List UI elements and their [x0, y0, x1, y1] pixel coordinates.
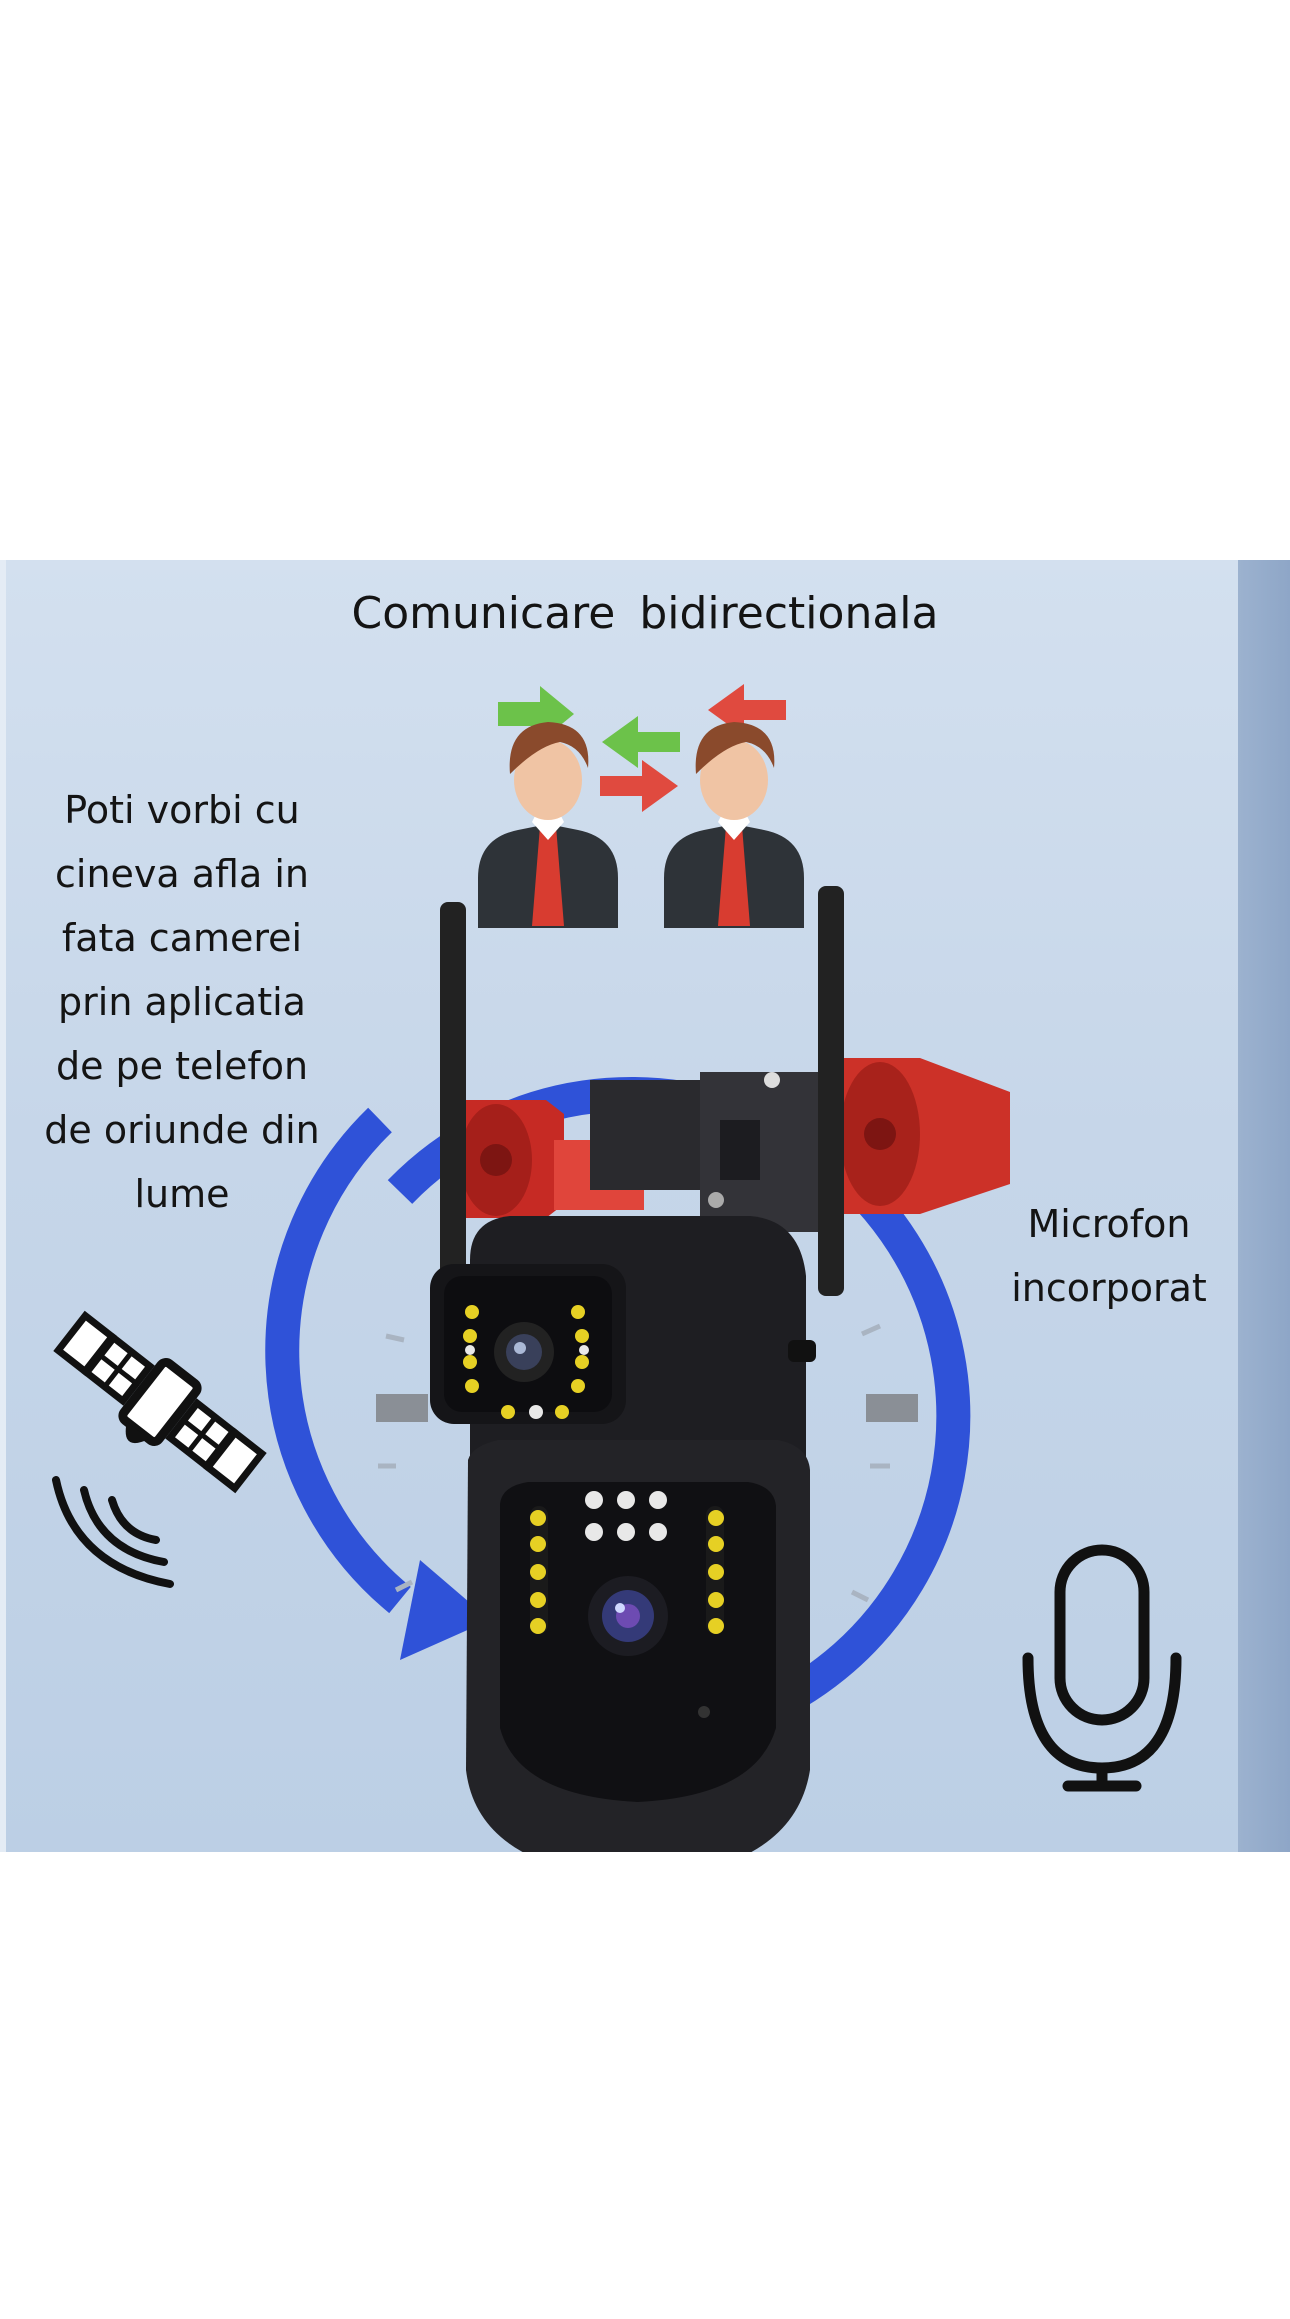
- person-icon: [664, 722, 804, 928]
- caption-line: de oriunde din: [44, 1108, 320, 1152]
- caption-line: lume: [134, 1172, 230, 1216]
- camera-mount: [590, 1072, 818, 1232]
- caption-line: incorporat: [1011, 1266, 1207, 1310]
- arrow-right-icon: [600, 760, 678, 812]
- signal-waves: [52, 1476, 174, 1588]
- panel-left-highlight: [0, 560, 6, 1852]
- caption-line: Poti vorbi cu: [64, 788, 300, 832]
- antenna-right: [818, 886, 844, 1296]
- arrow-left-icon: [602, 716, 680, 768]
- satellite-icon: [53, 1310, 267, 1494]
- antenna-left: [440, 902, 466, 1282]
- security-camera: [430, 1216, 816, 1852]
- two-way-talk-caption: Poti vorbi cu cineva afla in fata camere…: [22, 778, 342, 1226]
- caption-line: prin aplicatia: [58, 980, 306, 1024]
- siren-right: [840, 1058, 1010, 1214]
- caption-line: Microfon: [1027, 1202, 1191, 1246]
- siren-left: [450, 1100, 644, 1218]
- caption-line: fata camerei: [61, 916, 303, 960]
- product-panel: Comunicare bidirectionala Poti vorbi cu …: [0, 560, 1290, 1852]
- page-title: Comunicare bidirectionala: [351, 588, 939, 639]
- panel-right-edge: [1238, 560, 1290, 1852]
- person-icon: [478, 722, 618, 928]
- caption-line: de pe telefon: [55, 1044, 309, 1088]
- caption-line: cineva afla in: [55, 852, 309, 896]
- microphone-caption: Microfon incorporat: [978, 1192, 1240, 1320]
- microphone-icon: [1022, 1544, 1182, 1792]
- illustration: [52, 684, 1182, 1852]
